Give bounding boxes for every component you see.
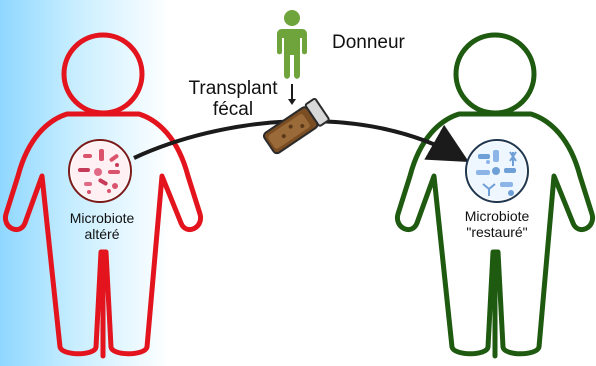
recipient-head [456,35,534,113]
restored-microbiota-line-2: "restauré" [456,224,538,240]
altered-microbiota-icon [69,140,131,202]
restored-microbiota-line-1: Microbiote [456,208,538,224]
altered-microbiota-line-2: altéré [61,226,143,242]
restored-microbiota-label: Microbiote "restauré" [456,208,538,240]
fecal-transplant-label: Transplant fécal [186,78,280,120]
altered-microbiota-label: Microbiote altéré [61,210,143,242]
donor-label: Donneur [332,32,405,54]
altered-microbiota-line-1: Microbiote [61,210,143,226]
person-icon [277,10,307,79]
patient-head [64,35,142,113]
fecal-transplant-line-1: Transplant [186,78,280,99]
restored-microbiota-icon [466,140,528,202]
donor-down-arrowhead [288,99,296,105]
fecal-transplant-line-2: fécal [186,99,280,120]
